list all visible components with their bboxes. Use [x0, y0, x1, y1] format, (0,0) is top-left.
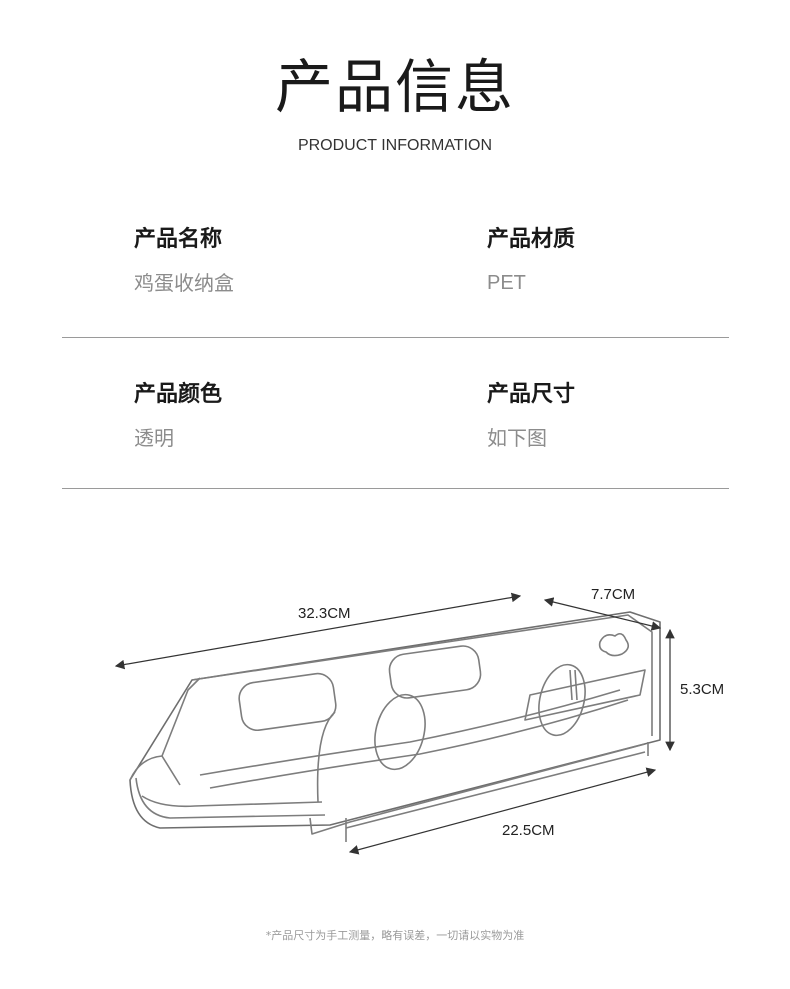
disclaimer-note: *产品尺寸为手工测量，略有误差，一切请以实物为准: [265, 929, 525, 942]
length-arrow: [114, 592, 522, 670]
page-title: 产品信息: [274, 53, 515, 121]
length-label: 32.3CM: [298, 605, 351, 622]
product-size-label: 产品尺寸: [487, 382, 576, 407]
product-dimension-diagram: 32.3CM 7.7CM 5.3CM 22.5CM: [114, 586, 724, 855]
product-name-field: 产品名称 鸡蛋收纳盒: [134, 226, 234, 297]
product-name-label: 产品名称: [134, 227, 223, 252]
height-label: 5.3CM: [680, 681, 724, 698]
product-color-field: 产品颜色 透明: [134, 381, 222, 452]
divider: [62, 488, 729, 489]
product-material-value: PET: [487, 272, 526, 294]
product-color-value: 透明: [134, 426, 174, 450]
dimension-arrows: [114, 592, 675, 855]
page-subtitle: PRODUCT INFORMATION: [297, 137, 493, 154]
product-size-field: 产品尺寸 如下图: [487, 381, 575, 452]
product-color-label: 产品颜色: [134, 382, 223, 407]
divider: [62, 337, 729, 338]
base-arrow: [348, 767, 657, 855]
width-arrow: [543, 597, 662, 631]
product-size-value: 如下图: [487, 426, 547, 450]
width-label: 7.7CM: [591, 586, 635, 603]
product-material-label: 产品材质: [487, 227, 576, 252]
base-label: 22.5CM: [502, 822, 555, 839]
egg-organizer-image: [129, 611, 661, 842]
product-name-value: 鸡蛋收纳盒: [134, 271, 234, 295]
product-material-field: 产品材质 PET: [487, 226, 575, 297]
